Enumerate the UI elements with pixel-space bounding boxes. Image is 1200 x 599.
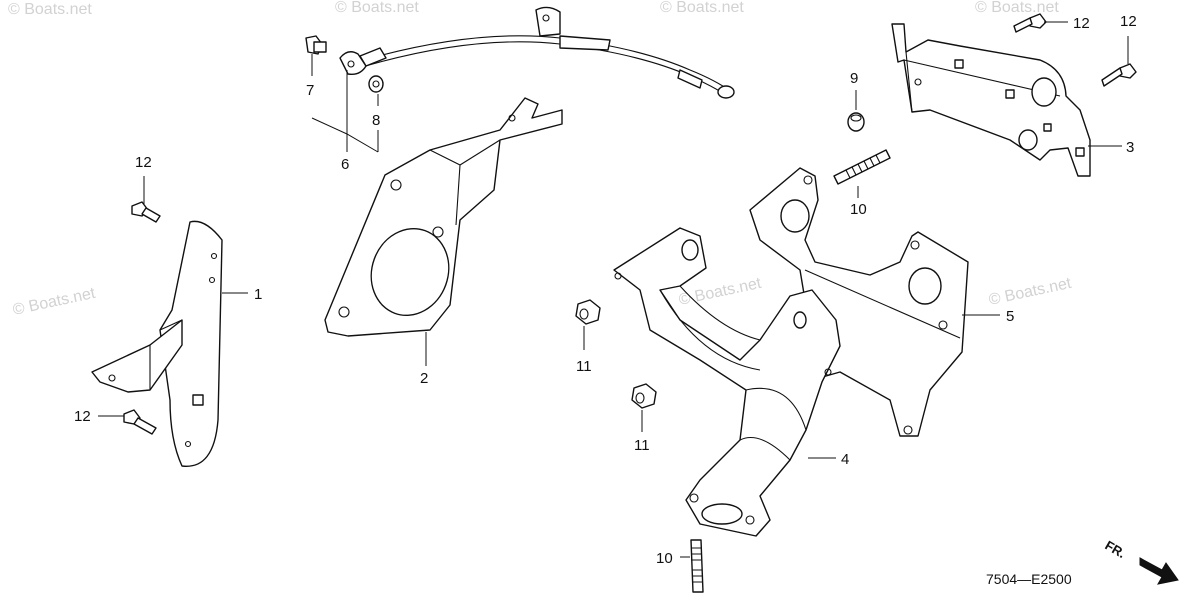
front-label: FR. <box>1103 538 1129 561</box>
leader-lines <box>98 21 1129 558</box>
diagram-code: 7504—E2500 <box>986 571 1072 587</box>
watermark: © Boats.net <box>335 0 419 16</box>
callout-2: 2 <box>420 370 428 387</box>
part-4-pipe <box>613 227 841 537</box>
callout-11-upper: 11 <box>576 358 592 375</box>
callout-6: 6 <box>341 156 349 173</box>
part-12-bolt-top-a <box>1013 13 1047 33</box>
callout-10-upper: 10 <box>850 201 867 218</box>
callout-8: 8 <box>372 112 380 129</box>
part-12-bolt-top-b <box>1101 63 1137 87</box>
front-indicator: FR. <box>1103 538 1179 585</box>
watermark: © Boats.net <box>660 0 744 16</box>
part-11-nut-upper <box>575 299 601 325</box>
callout-7: 7 <box>306 82 314 99</box>
callout-3: 3 <box>1126 139 1134 156</box>
callouts: 1 2 3 4 5 6 7 8 9 10 10 11 11 12 12 12 1… <box>74 13 1137 567</box>
part-9-nut <box>847 112 865 132</box>
part-2-bracket <box>324 97 563 337</box>
callout-4: 4 <box>841 451 849 468</box>
watermark: © Boats.net <box>987 275 1073 309</box>
part-3-plate <box>891 23 1091 177</box>
part-10-stud-lower <box>690 539 704 593</box>
callout-12-top-b: 12 <box>1120 13 1137 30</box>
part-6-cable <box>339 6 735 99</box>
part-7-clip <box>305 35 327 55</box>
callout-12-top-a: 12 <box>1073 15 1090 32</box>
part-8-nut <box>368 75 384 93</box>
part-10-stud-upper <box>833 149 891 185</box>
front-direction-arrow-icon <box>1139 557 1179 585</box>
callout-9: 9 <box>850 70 858 87</box>
callout-12-left-upper: 12 <box>135 154 152 171</box>
callout-11-lower: 11 <box>634 437 650 454</box>
callout-10-lower: 10 <box>656 550 673 567</box>
callout-12-left-lower: 12 <box>74 408 91 425</box>
watermark: © Boats.net <box>8 1 92 18</box>
watermark: © Boats.net <box>677 275 763 309</box>
watermark: © Boats.net <box>11 285 97 319</box>
part-12-bolt-left-lower <box>123 409 157 435</box>
part-1-bracket <box>91 220 223 467</box>
watermark: © Boats.net <box>975 0 1059 16</box>
part-12-bolt-left-upper <box>131 201 161 223</box>
callout-1: 1 <box>254 286 262 303</box>
callout-5: 5 <box>1006 308 1014 325</box>
part-11-nut-lower <box>631 383 657 409</box>
